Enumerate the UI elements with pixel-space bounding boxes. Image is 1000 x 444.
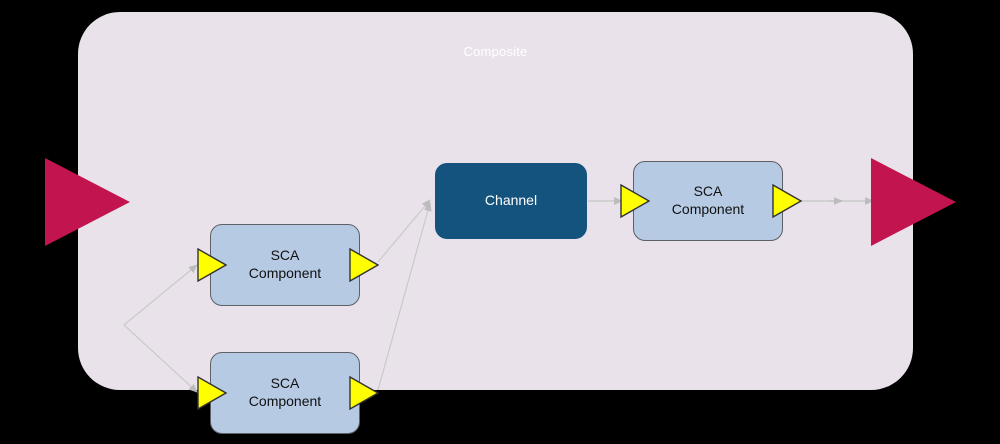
node-label: SCA Component — [671, 183, 745, 217]
node-sca-component-right[interactable]: SCA Component — [633, 161, 783, 241]
port-triangle-icon-sca-bottom-out[interactable] — [349, 376, 379, 410]
inbound-arrow-icon[interactable] — [45, 158, 130, 246]
port-triangle-icon-sca-right-out[interactable] — [772, 184, 802, 218]
composite-label: Composite — [463, 44, 528, 59]
node-sca-component-bottom[interactable]: SCA Component — [210, 352, 360, 434]
port-triangle-icon-sca-top-in[interactable] — [197, 248, 227, 282]
node-sca-component-top[interactable]: SCA Component — [210, 224, 360, 306]
outbound-arrow-icon[interactable] — [871, 158, 956, 246]
port-triangle-icon-sca-bottom-in[interactable] — [197, 376, 227, 410]
node-label: SCA Component — [248, 247, 322, 281]
port-triangle-icon-sca-right-in[interactable] — [620, 184, 650, 218]
node-label: Channel — [484, 192, 538, 209]
node-channel[interactable]: Channel — [435, 163, 587, 239]
node-label: SCA Component — [248, 375, 322, 409]
port-triangle-icon-sca-top-out[interactable] — [349, 248, 379, 282]
